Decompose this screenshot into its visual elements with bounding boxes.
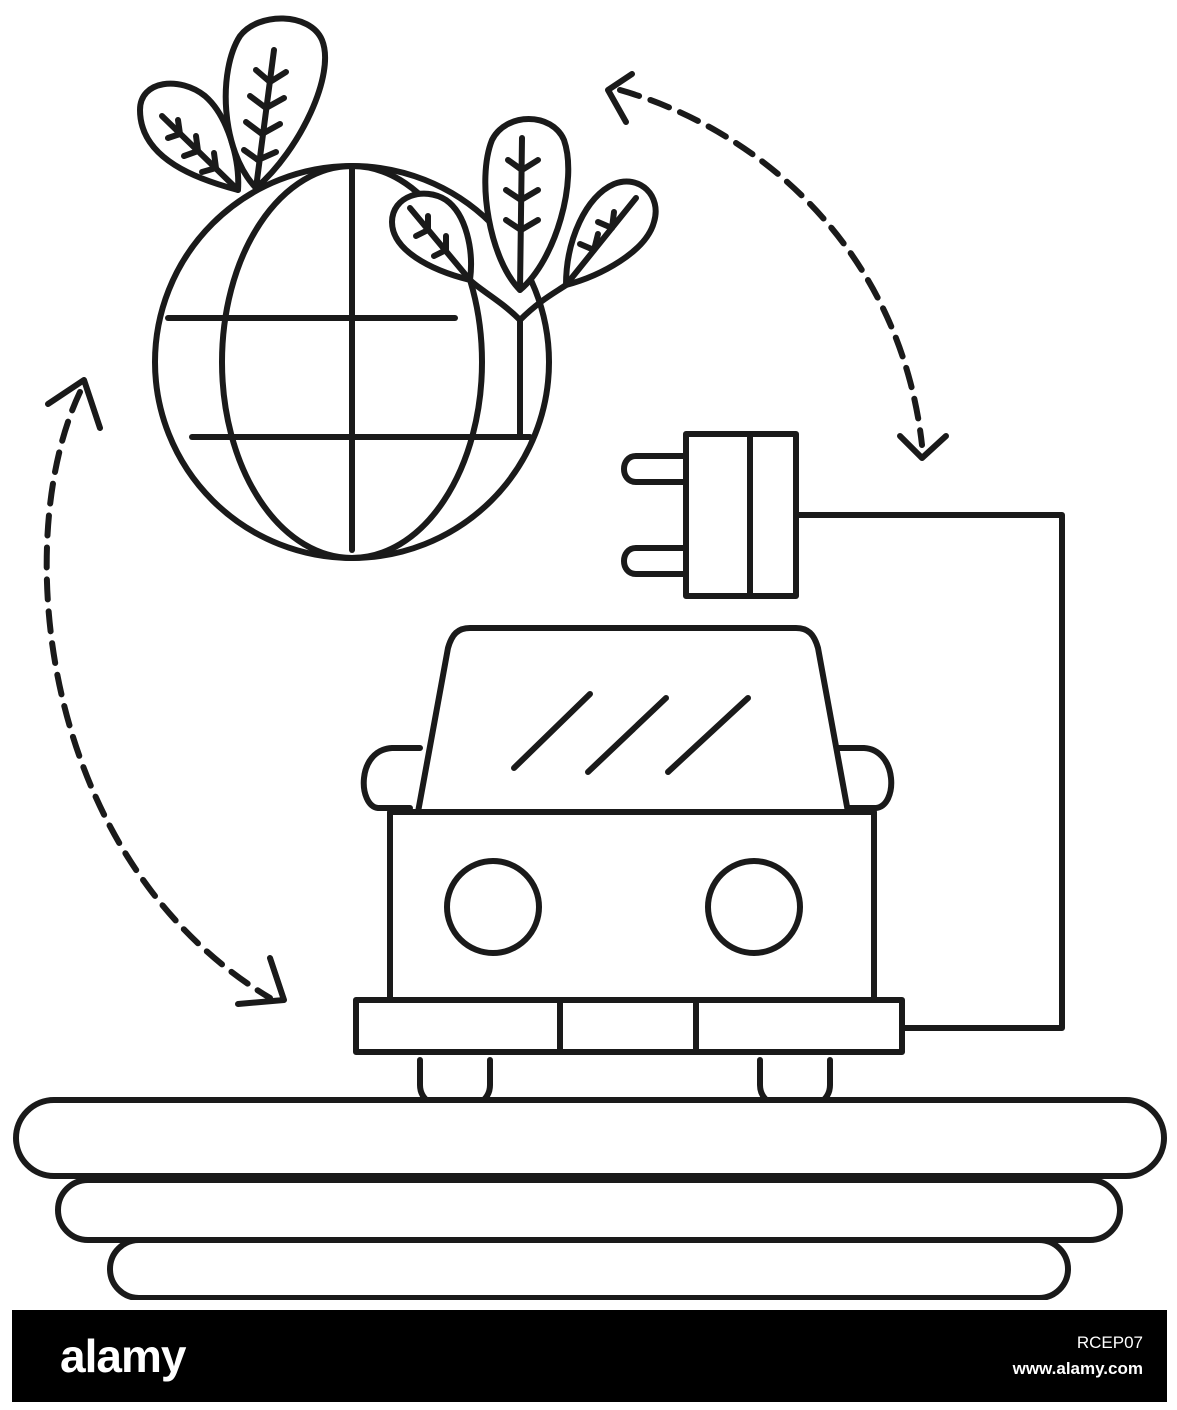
electric-car-icon <box>353 625 905 1113</box>
road-icon <box>13 1097 1167 1300</box>
globe-with-plants-icon <box>137 15 659 561</box>
headlight-right <box>705 858 803 956</box>
cycle-arrows-icon <box>43 71 949 1007</box>
power-plug-icon <box>621 431 1065 1031</box>
dashed-arrow-left <box>43 389 273 1001</box>
image-id-label: RCEP07 <box>1076 1333 1143 1352</box>
plant-right <box>389 116 659 438</box>
brand-logo: alamy <box>60 1330 186 1382</box>
dashed-arrow-right <box>617 87 925 448</box>
site-url-label: www.alamy.com <box>1012 1359 1143 1378</box>
headlight-left <box>444 858 542 956</box>
cable <box>793 512 1065 1031</box>
plant-left-leaves <box>137 15 329 193</box>
watermark-footer: alamy RCEP07 www.alamy.com <box>12 1310 1167 1402</box>
eco-electric-car-illustration <box>13 15 1167 1300</box>
